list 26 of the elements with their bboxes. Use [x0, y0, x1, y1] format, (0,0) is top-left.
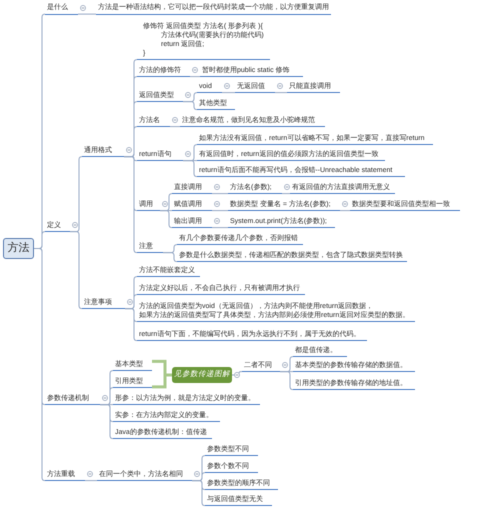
connector-line [282, 193, 290, 194]
connector-line [212, 227, 228, 228]
central-topic-box: 方法 [3, 238, 34, 259]
connector-line [190, 76, 200, 78]
connector-line [274, 92, 288, 94]
connector-line [280, 371, 294, 390]
connector-line [124, 156, 138, 254]
code-snippet [137, 22, 270, 60]
connector-line [84, 480, 98, 482]
connector-line [160, 210, 172, 228]
connector-line [340, 210, 350, 212]
connector-line [222, 92, 236, 94]
mind-map-topic [137, 302, 415, 322]
connector-line [212, 193, 228, 194]
connector-line [78, 14, 96, 15]
connector-line [212, 210, 228, 212]
connector-line [100, 404, 114, 440]
connector-line [70, 231, 82, 310]
summary-bracket [152, 374, 172, 388]
connector-line [170, 126, 180, 128]
connector-line [34, 248, 46, 482]
connector-line [162, 252, 178, 262]
connector-line [182, 101, 198, 110]
connector-line [182, 160, 198, 178]
connector-line [124, 308, 138, 342]
connector-line [192, 480, 206, 506]
